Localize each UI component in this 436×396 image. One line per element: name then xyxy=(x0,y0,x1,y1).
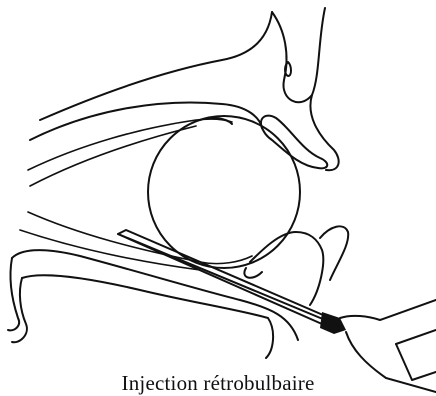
eyeball xyxy=(148,116,300,268)
orbital-floor xyxy=(8,250,298,358)
lower-lid-layers xyxy=(20,212,348,305)
diagram-caption: Injection rétrobulbaire xyxy=(0,370,436,396)
syringe-needle xyxy=(118,230,346,334)
